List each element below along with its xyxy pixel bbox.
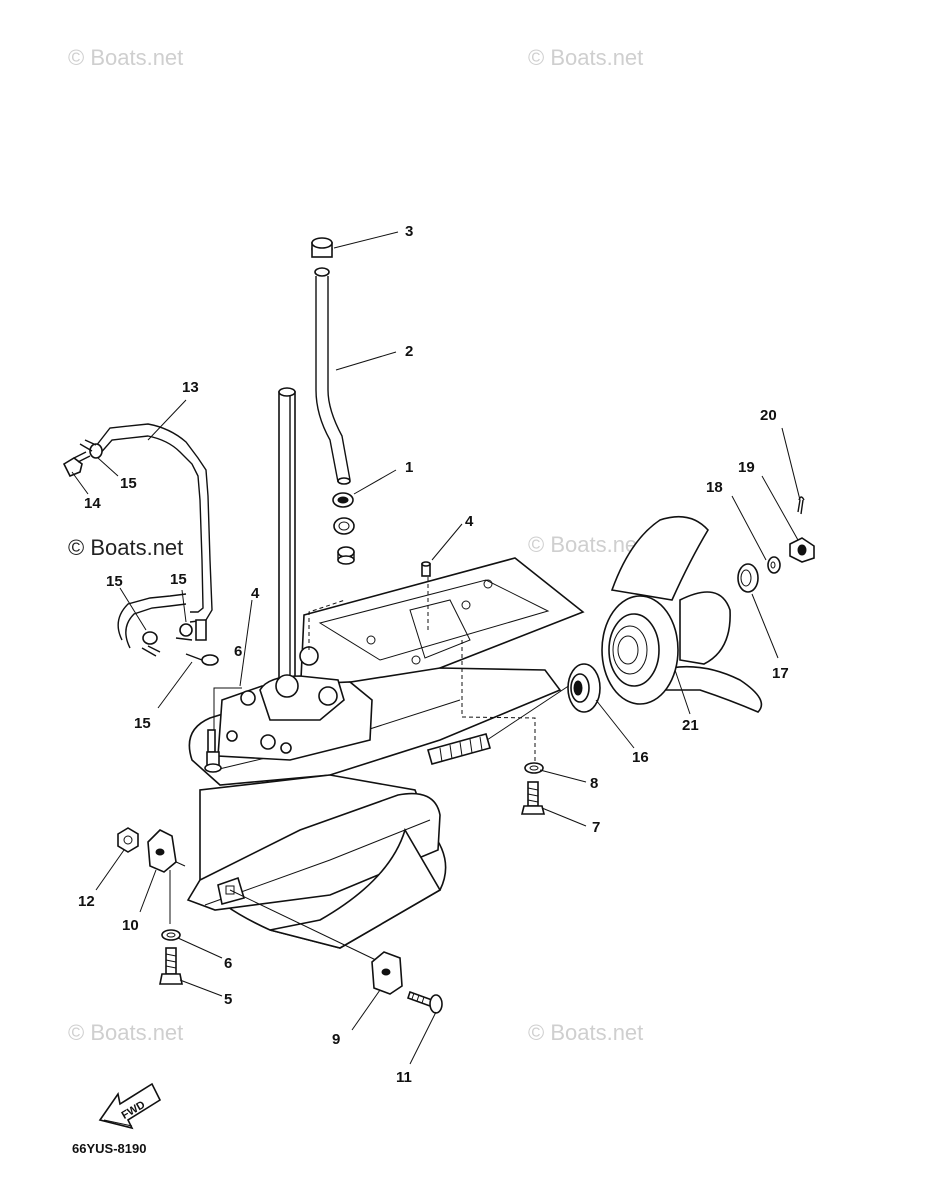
label-part-6-upper: 6 [234,643,242,660]
leader-lines [71,231,801,1065]
watermark-bottom-left: © Boats.net [68,1020,183,1045]
watermark-mid-left: © Boats.net [68,535,183,560]
label-part-13: 13 [182,379,199,396]
label-part-14: 14 [84,495,101,512]
label-part-4-left: 4 [251,585,260,602]
part-number-labels: 3 2 1 4 4 6 8 7 6 5 12 10 9 11 13 14 15 … [78,223,789,1086]
label-part-15-top: 15 [120,475,137,492]
label-part-5: 5 [224,991,232,1008]
water-tube-assembly [311,237,355,565]
hose-assembly [62,423,219,666]
gear-case [186,557,585,949]
label-part-8: 8 [590,775,598,792]
label-part-9: 9 [332,1031,340,1048]
watermark-top-left: © Boats.net [68,45,183,70]
label-part-15-bottom: 15 [134,715,151,732]
label-part-16: 16 [632,749,649,766]
watermark-mid-right: © Boats.net [528,532,643,557]
label-part-18: 18 [706,479,723,496]
fwd-direction-arrow: FWD [98,1082,162,1130]
label-part-15-left: 15 [106,573,123,590]
label-part-3: 3 [405,223,413,240]
label-part-17: 17 [772,665,789,682]
label-part-1: 1 [405,459,413,476]
label-part-20: 20 [760,407,777,424]
fasteners [117,561,546,1014]
label-part-6-lower: 6 [224,955,232,972]
watermark-top-right: © Boats.net [528,45,643,70]
label-part-7: 7 [592,819,600,836]
label-part-19: 19 [738,459,755,476]
label-part-11: 11 [396,1069,412,1086]
propeller-assembly [567,496,815,713]
label-part-15-right: 15 [170,571,187,588]
label-part-21: 21 [682,717,699,734]
label-part-4-right: 4 [465,513,474,530]
label-part-2: 2 [405,343,413,360]
drawing-code: 66YUS-8190 [72,1141,146,1156]
label-part-12: 12 [78,893,95,910]
label-part-10: 10 [122,917,139,934]
watermark-bottom-right: © Boats.net [528,1020,643,1045]
drive-shaft [278,387,296,683]
